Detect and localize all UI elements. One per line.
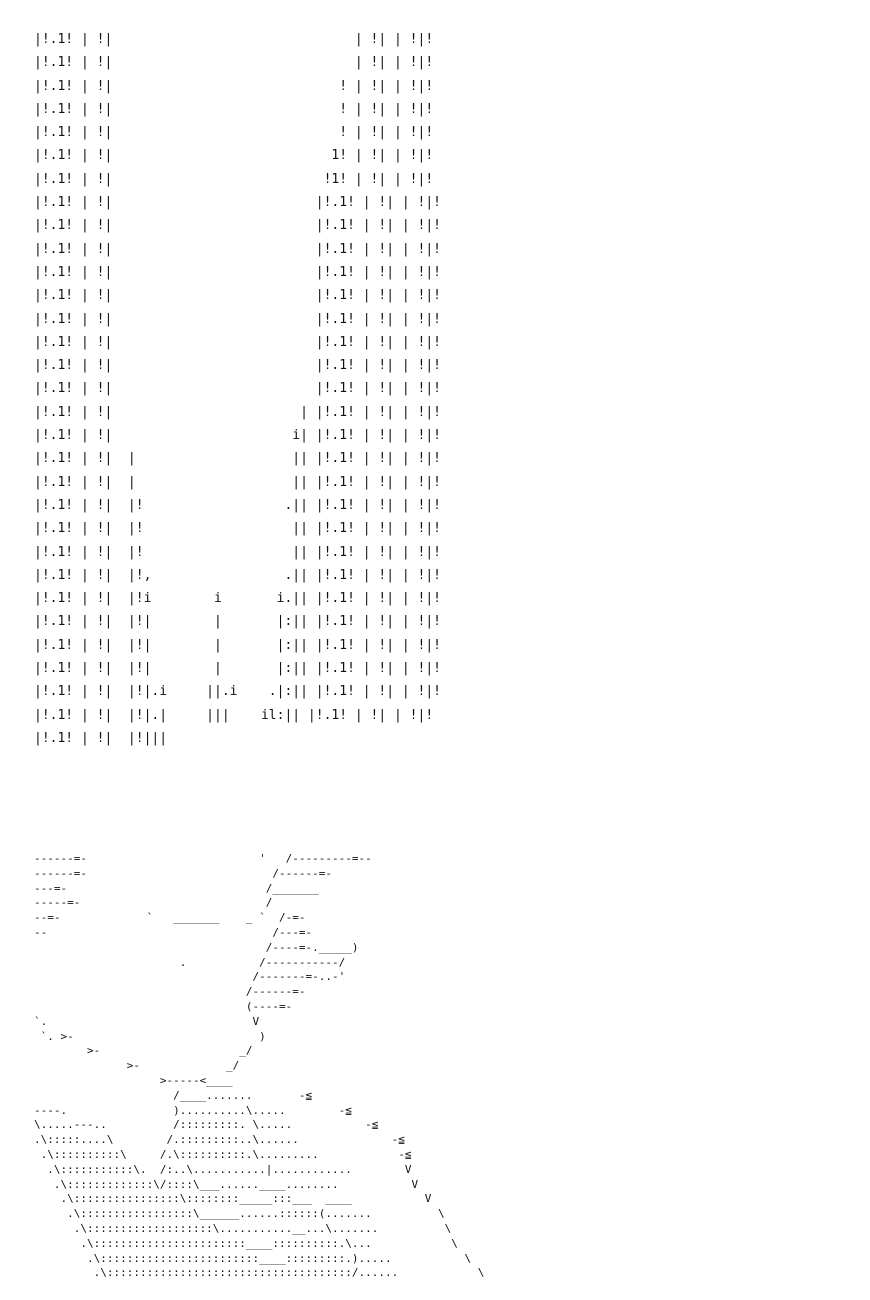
ascii-art-landscape: ------=- ' /---------=-- ------=- /-----… bbox=[34, 852, 485, 1280]
ascii-art-columns: |!.1! | !| | !| | !|! |!.1! | !| | !| | … bbox=[34, 32, 441, 746]
